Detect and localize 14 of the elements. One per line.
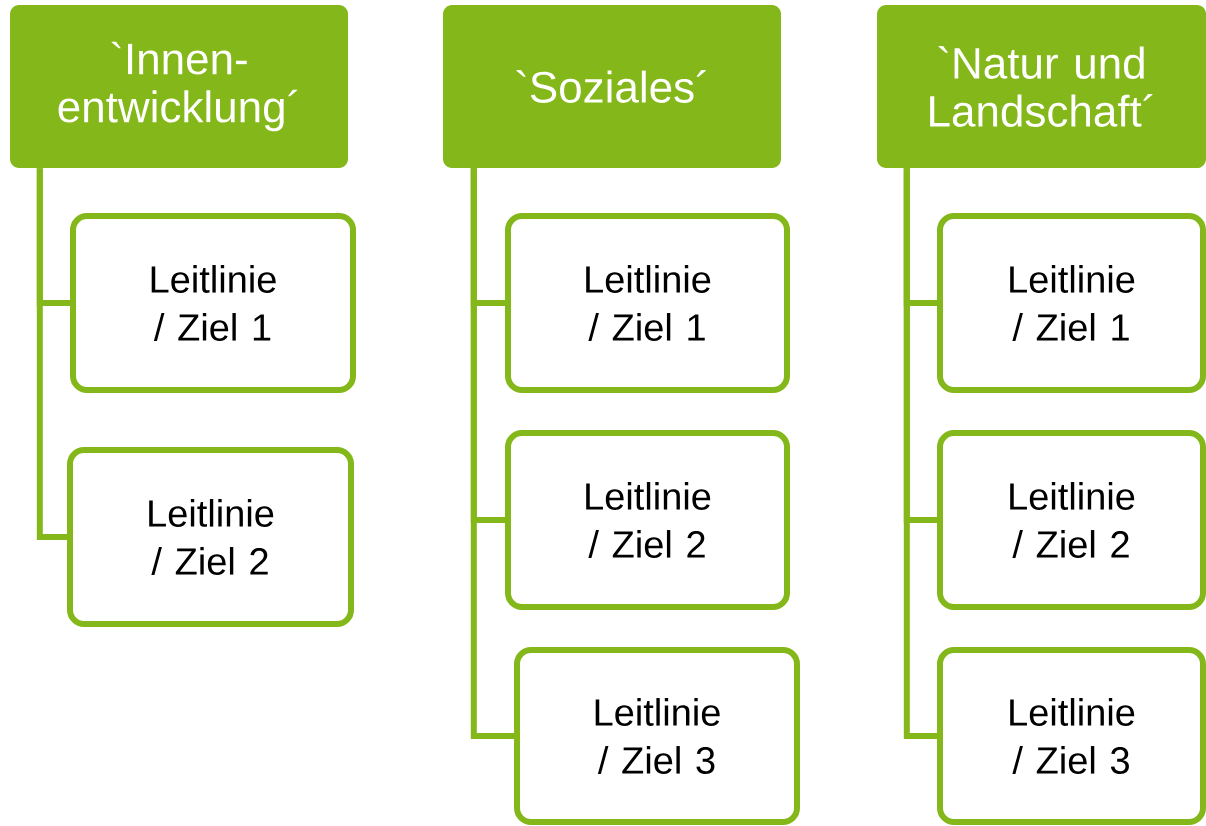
- header-box: `Innen- entwicklung´: [10, 5, 348, 168]
- goal-box: Leitlinie / Ziel 3: [514, 647, 800, 825]
- goal-box: Leitlinie / Ziel 1: [505, 213, 790, 393]
- goal-box: Leitlinie / Ziel 1: [937, 213, 1206, 393]
- connector-line: [903, 168, 937, 739]
- goal-box: Leitlinie / Ziel 2: [937, 430, 1206, 610]
- goal-box: Leitlinie / Ziel 2: [505, 430, 790, 610]
- goal-box: Leitlinie / Ziel 2: [67, 447, 354, 627]
- header-box: `Natur und Landschaft´: [877, 5, 1206, 168]
- goal-box: Leitlinie / Ziel 1: [70, 213, 356, 393]
- connector-line: [470, 168, 514, 739]
- goal-box: Leitlinie / Ziel 3: [937, 647, 1206, 825]
- header-box: `Soziales´: [443, 5, 781, 168]
- connector-line: [36, 168, 67, 540]
